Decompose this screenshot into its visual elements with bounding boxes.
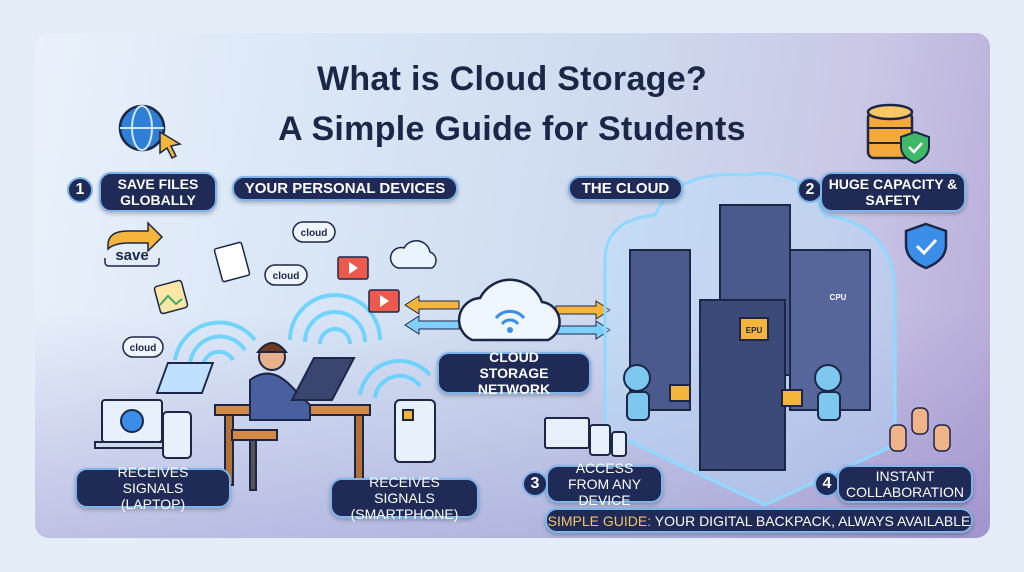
central-cloud-icon [457, 278, 561, 342]
wifi-cloud-icon [389, 240, 437, 269]
cloud-word: cloud [273, 271, 300, 282]
globe-cursor-icon [118, 104, 182, 160]
label-the-cloud: THE CLOUD [568, 176, 683, 201]
cloud-word: cloud [301, 228, 328, 239]
label-network: CLOUD STORAGE NETWORK [437, 349, 591, 397]
tablet-icon [394, 399, 436, 463]
sync-arrows-icon [404, 295, 611, 340]
robot-icon [623, 364, 842, 421]
document-icon [213, 241, 251, 283]
label-laptop: RECEIVES SIGNALS (LAPTOP) [75, 464, 231, 512]
title-line-1: What is Cloud Storage? [316, 60, 708, 98]
footer-prefix: SIMPLE GUIDE: [547, 512, 652, 529]
video-icon [337, 256, 400, 313]
student-at-desk [155, 342, 371, 491]
step-number: 1 [67, 177, 93, 203]
laptop-icon [94, 399, 192, 459]
save-arrow-icon [104, 221, 164, 267]
step-number: 4 [814, 471, 840, 497]
label-personal-devices: YOUR PERSONAL DEVICES [232, 176, 458, 201]
step-save-files: SAVE FILES GLOBALLY [99, 172, 217, 212]
chip-label: CPU [830, 293, 847, 302]
image-icon [153, 279, 189, 315]
save-word: save [115, 247, 148, 264]
title-line-2: A Simple Guide for Students [278, 110, 746, 148]
chip-label: EPU [746, 326, 763, 335]
step-capacity-safety: HUGE CAPACITY & SAFETY [820, 172, 966, 212]
database-shield-icon [866, 103, 930, 165]
shield-check-icon [904, 222, 948, 270]
cloud-word: cloud [130, 343, 157, 354]
step-instant-collaboration: INSTANT COLLABORATION [837, 465, 973, 503]
devices-icon [544, 417, 627, 457]
label-smartphone: RECEIVES SIGNALS (SMARTPHONE) [330, 474, 479, 522]
hands-icon [889, 407, 951, 452]
step-access-any-device: ACCESS FROM ANY DEVICE [546, 460, 663, 508]
footer-text: YOUR DIGITAL BACKPACK, ALWAYS AVAILABLE [651, 512, 971, 529]
footer-tagline: SIMPLE GUIDE: YOUR DIGITAL BACKPACK, ALW… [545, 508, 973, 533]
cloud-icon [122, 221, 336, 358]
step-number: 3 [522, 471, 548, 497]
